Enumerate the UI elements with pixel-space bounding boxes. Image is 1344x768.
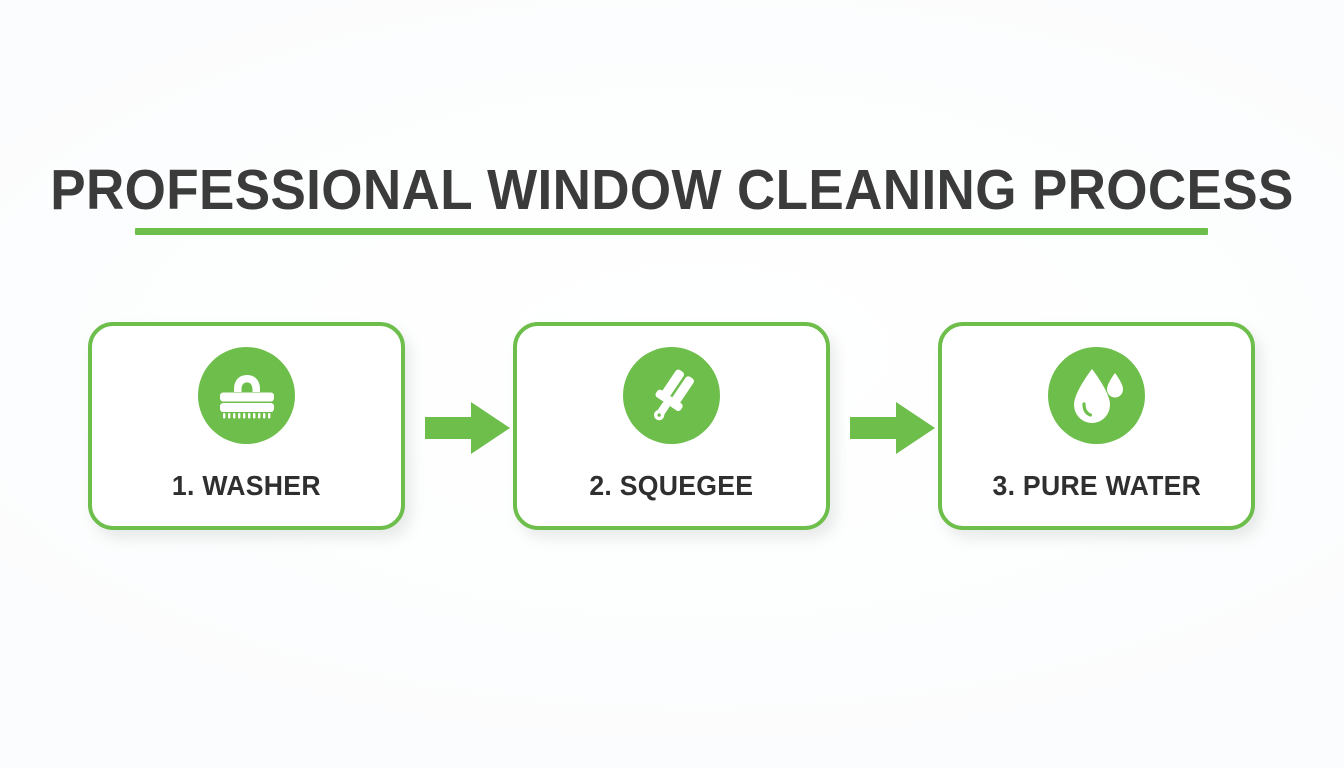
page-title-block: PROFESSIONAL WINDOW CLEANING PROCESS xyxy=(0,158,1344,235)
process-flow-row: 1. WASHER xyxy=(0,322,1344,532)
flow-connector-1 xyxy=(425,400,511,456)
scrub-brush-icon xyxy=(216,370,278,422)
step-label: 3. PURE WATER xyxy=(992,470,1201,501)
step-card-washer[interactable]: 1. WASHER xyxy=(88,322,405,530)
step-icon-badge xyxy=(1048,347,1145,444)
step-icon-badge xyxy=(623,347,720,444)
step-card-pure-water[interactable]: 3. PURE WATER xyxy=(938,322,1255,530)
flow-connector-2 xyxy=(850,400,936,456)
step-card-squegee[interactable]: 2. SQUEGEE xyxy=(513,322,830,530)
step-label: 1. WASHER xyxy=(172,470,321,501)
water-droplet-icon xyxy=(1068,366,1126,426)
squeegee-icon xyxy=(643,367,701,425)
title-underline-rule xyxy=(135,228,1208,235)
step-icon-badge xyxy=(198,347,295,444)
page-title: PROFESSIONAL WINDOW CLEANING PROCESS xyxy=(50,158,1294,222)
arrow-right-icon xyxy=(850,400,936,456)
step-label: 2. SQUEGEE xyxy=(589,470,754,501)
arrow-right-icon xyxy=(425,400,511,456)
